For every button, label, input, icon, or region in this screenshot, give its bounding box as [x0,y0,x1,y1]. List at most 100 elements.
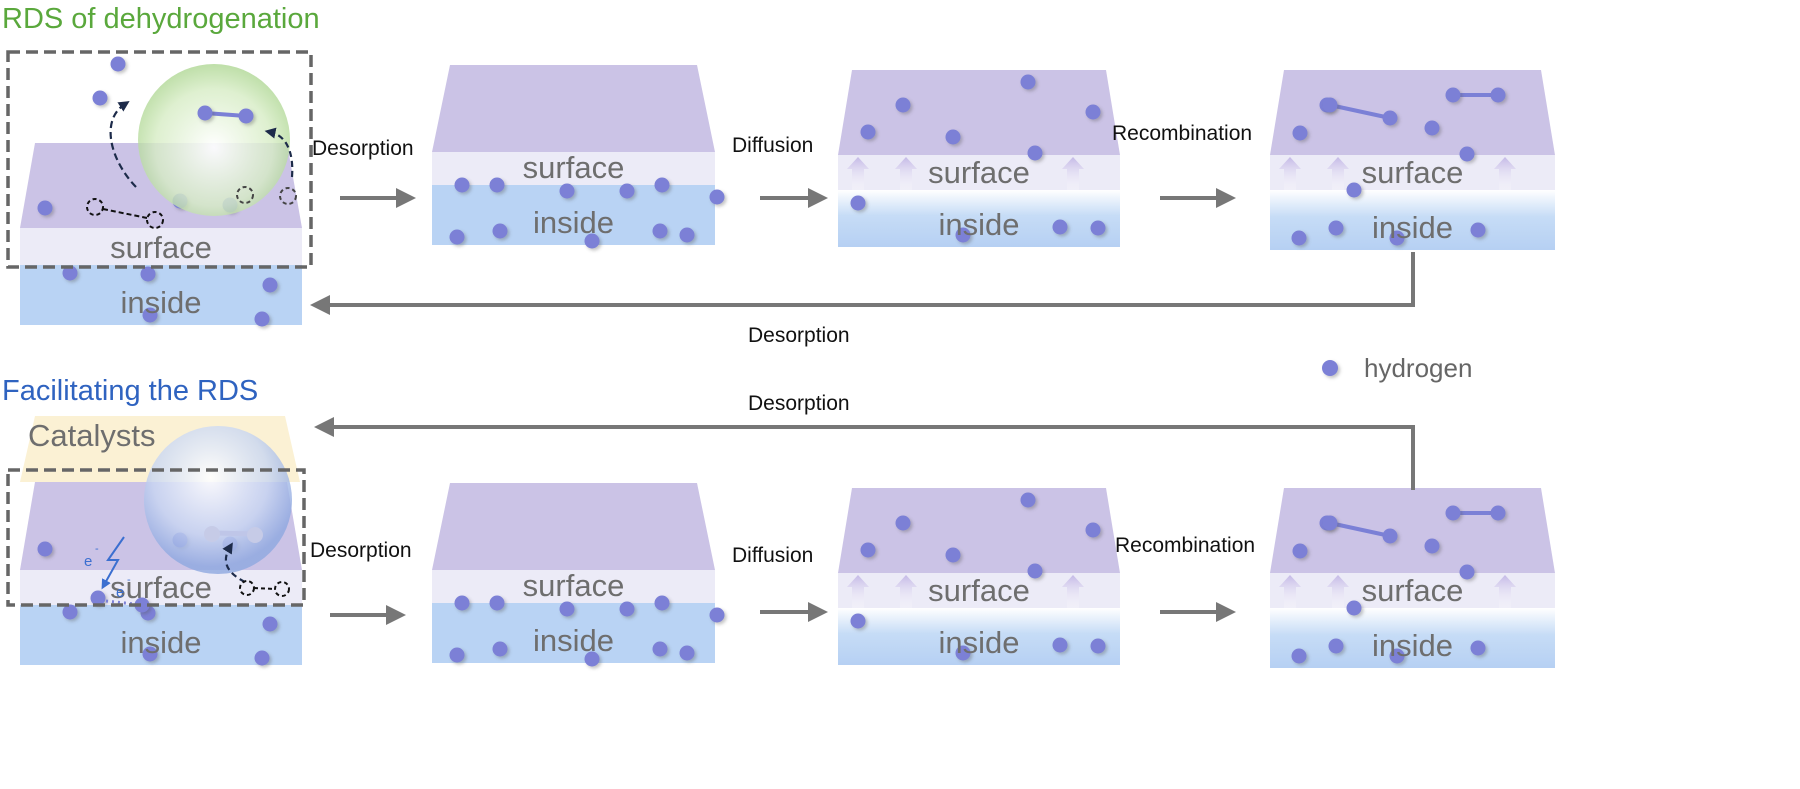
hydrogen-atom [454,177,470,193]
desorption-path-arrow [109,101,137,188]
electron-charge-1: - [95,543,99,555]
up-arrow-icon [1062,157,1084,191]
hydrogen-atom [110,56,126,72]
inside-label: inside [1372,628,1453,663]
hydrogen-atom [142,646,158,662]
title-facilitating-the-rds: Facilitating the RDS [2,375,258,407]
hydrogen-atom [709,607,725,623]
up-arrow-icon [1279,157,1301,191]
hydrogen-atom [1090,220,1106,236]
inside-label: inside [533,205,614,240]
hydrogen-atom [860,124,876,140]
hydrogen-atom [62,265,78,281]
hydrogen-atom [584,233,600,249]
hydrogen-atom [652,641,668,657]
inside-layer [838,190,1120,247]
hydrogen-atom [652,223,668,239]
inside-layer [432,603,715,663]
surface-layer [432,152,715,185]
electron-charge-2: - [127,574,131,586]
facilitated-dashed-box [6,468,306,607]
hydrogen-atom [489,595,505,611]
rds-detail [6,50,313,269]
hydrogen-atom [945,129,961,145]
step-label-desorption-b: Desorption [310,539,412,562]
top-layer [838,70,1120,155]
hydrogen-atom [254,311,270,327]
top-layer [1270,70,1555,155]
hydrogen-atom [1445,87,1461,103]
hydrogen-atom [262,616,278,632]
inside-label: inside [939,207,1020,242]
hydrogen-atom [619,601,635,617]
hydrogen-atom [254,650,270,666]
inside-layer [838,608,1120,665]
hydrogen-atom [1291,230,1307,246]
hydrogen-atom [492,223,508,239]
step-label-desorption-a: Desorption [312,137,414,160]
step-label-diffusion-b: Diffusion [732,544,813,567]
hydrogen-atom [1322,515,1338,531]
hydrogen-atom [449,229,465,245]
hydrogen-atom [1292,125,1308,141]
catalyst-highlight-sphere [144,426,292,574]
rds-highlight-sphere [138,64,290,216]
hydrogen-atom [1328,220,1344,236]
hydrogen-atom [654,595,670,611]
hydrogen-atom [1090,638,1106,654]
hydrogen-atom [955,645,971,661]
surface-label: surface [1362,155,1464,190]
step-label-diffusion-a: Diffusion [732,134,813,157]
inside-label: inside [121,285,202,320]
hydrogen-atom [1459,146,1475,162]
hydrogen-atom [1020,74,1036,90]
electron-label-1: e [84,553,92,570]
legend-hydrogen-icon [1322,360,1338,376]
top-layer [432,483,715,570]
hydrogen-atom [895,97,911,113]
hydrogen-atom [1382,110,1398,126]
inside-layer [1270,190,1555,250]
inside-label: inside [533,623,614,658]
hydrogen-atom [197,105,213,121]
hydrogen-atom [1292,543,1308,559]
facilitated-detail: e-e- [6,426,306,613]
vacancy-icon [279,187,297,205]
hydrogen-atom [1389,230,1405,246]
up-arrow-icon [895,575,917,609]
electron-label-2: e [116,584,124,601]
hydrogen-atom [1052,637,1068,653]
up-arrow-icon [1494,157,1516,191]
surface-label: surface [523,568,625,603]
hydrogen-atom [1020,492,1036,508]
hydrogen-atom [559,601,575,617]
rds-dashed-box [6,50,313,269]
hydrogen-atom [1490,505,1506,521]
up-arrow-icon [847,157,869,191]
hydrogen-atom [90,590,106,606]
surface-label: surface [523,150,625,185]
up-arrow-icon [1327,575,1349,609]
inside-label: inside [939,625,1020,660]
electron-transfer-bolt-icon [101,536,125,590]
surface-label: surface [928,573,1030,608]
hydrogen-atom [454,595,470,611]
return-arrow-desorption-a [310,252,1415,315]
title-rds-of-dehydrogenation: RDS of dehydrogenation [2,3,320,35]
hydrogen-atom [92,90,108,106]
hydrogen-atom [449,647,465,663]
hydrogen-atom [489,177,505,193]
hydrogen-atom [142,307,158,323]
hydrogen-atom [1424,120,1440,136]
h2-bond [1329,103,1391,120]
hydrogen-atom [1027,145,1043,161]
hydrogen-atom [945,547,961,563]
hydrogen-atom [62,604,78,620]
hydrogen-atom [262,277,278,293]
hydrogen-atom [1085,522,1101,538]
up-arrow-icon [895,157,917,191]
hydrogen-atom [1085,104,1101,120]
